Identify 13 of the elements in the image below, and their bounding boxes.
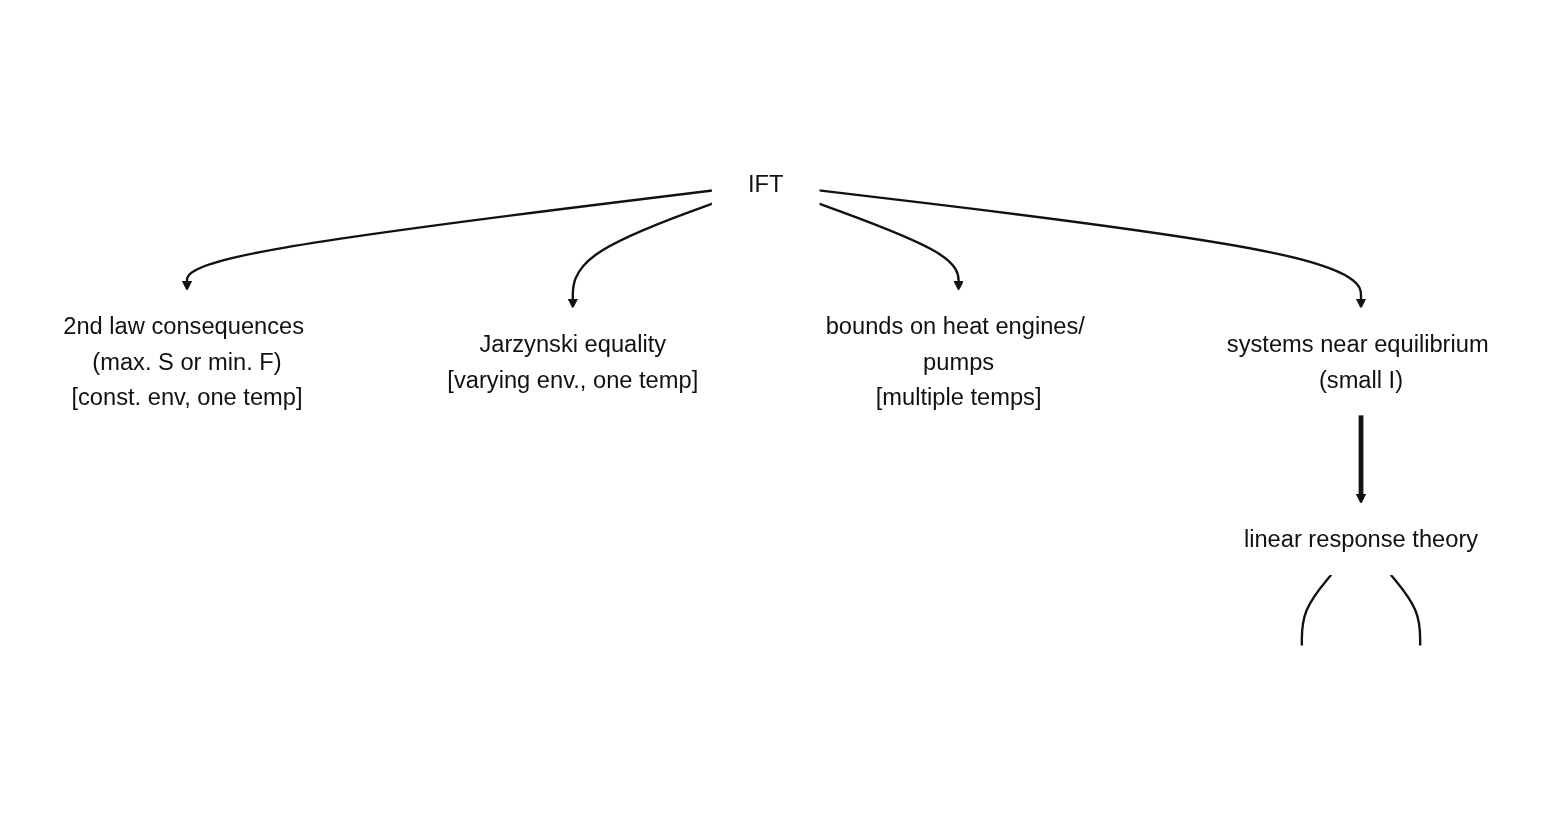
node-text: Jarzynski equality [varying env., one temp] <box>447 330 699 393</box>
arrow <box>1355 415 1367 505</box>
arrow <box>818 202 964 292</box>
node-text: linear response theory <box>1243 526 1479 553</box>
node-text: IFT <box>747 171 784 198</box>
node-text: systems near equilibrium (small I) <box>1226 330 1489 393</box>
arrow <box>567 202 713 309</box>
arrow <box>818 189 1367 309</box>
connector <box>1300 574 1333 646</box>
connector <box>1389 574 1422 646</box>
arrow <box>181 189 713 292</box>
node-text: bounds on heat engines/ pumps [multiple temps] <box>825 313 1085 411</box>
node-text: 2nd law consequences (max. S or min. F) [const. env, one temp] <box>63 313 305 411</box>
